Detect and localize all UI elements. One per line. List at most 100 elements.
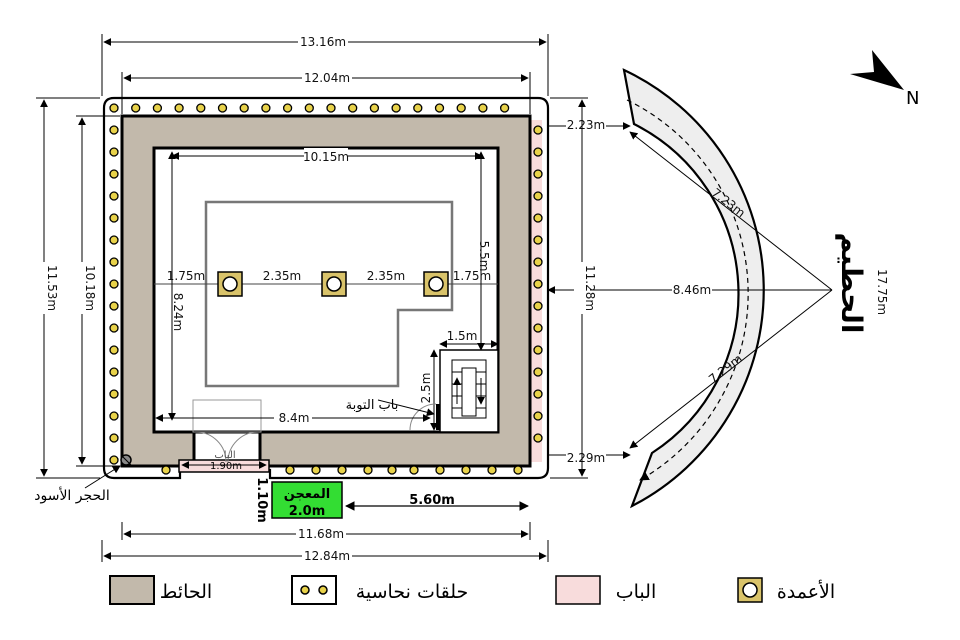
top-outer-label: 13.16m	[300, 35, 346, 49]
legend-label: الحائط	[160, 581, 212, 603]
brass-ring	[533, 169, 543, 179]
brass-ring	[533, 125, 543, 135]
north-label: N	[906, 88, 919, 109]
vertical-5-5-label: 5.5m	[477, 241, 491, 272]
brass-ring	[109, 257, 119, 267]
brass-ring	[435, 465, 445, 475]
brass-ring	[109, 235, 119, 245]
interior-height-label: 8.24m	[171, 293, 185, 331]
brass-ring	[369, 103, 380, 113]
brass-ring	[109, 125, 119, 135]
brass-ring	[413, 103, 423, 113]
bottom-outer-label: 12.84m	[304, 549, 350, 563]
hijr-top-gap-label: 2.23m	[567, 118, 605, 132]
hijr-arc-length-label: 17.75m	[875, 269, 889, 315]
brass-ring	[109, 455, 119, 465]
legend-item-pillar: الأعمدة	[737, 577, 835, 603]
brass-ring	[161, 465, 171, 475]
hijr-bottom-gap-label: 2.29m	[567, 451, 605, 465]
brass-ring	[109, 389, 119, 399]
pillar	[423, 271, 449, 297]
legend: الحائط حلقات نحاسية الباب الأعمدة	[109, 575, 835, 605]
kaaba-interior: 10.15m 8.24m 5.5m 1.75m 2.35m 2.35m 1.75…	[154, 148, 499, 433]
brass-ring	[387, 465, 397, 475]
brass-ring	[434, 103, 445, 113]
stair-height-label: 2.5m	[419, 373, 433, 404]
brass-ring	[513, 465, 523, 475]
brass-ring	[109, 301, 119, 311]
pillar	[217, 271, 243, 297]
brass-ring	[456, 103, 466, 113]
legend-label: الأعمدة	[777, 580, 835, 603]
brass-ring	[109, 279, 119, 289]
roof-outline	[204, 200, 454, 388]
hijr-dashed-arc	[626, 99, 749, 481]
door-width-label: 1.90m	[210, 461, 242, 472]
brass-ring	[533, 191, 543, 201]
brass-ring	[348, 103, 358, 113]
door-label-small: الباب	[214, 450, 235, 461]
legend-item-rings: حلقات نحاسية	[291, 575, 469, 605]
majan-height-label: 1.10m	[254, 477, 269, 523]
majan-width-label: 2.0m	[289, 504, 326, 519]
brass-ring	[533, 147, 543, 157]
brass-ring	[499, 103, 510, 113]
brass-ring	[109, 213, 119, 223]
hijr-label: الحطيم	[835, 233, 868, 334]
stairway	[439, 349, 499, 433]
bab-tawba-label: باب التوبة	[346, 398, 399, 413]
brass-ring	[533, 433, 543, 443]
brass-ring	[109, 367, 119, 377]
top-inner-label: 12.04m	[304, 71, 350, 85]
brass-ring	[533, 345, 543, 355]
legend-label: حلقات نحاسية	[356, 581, 469, 603]
north-arrow-icon	[850, 50, 904, 90]
brass-ring	[109, 191, 119, 201]
brass-ring	[311, 465, 321, 475]
majan-label: المعجن	[284, 487, 330, 502]
legend-item-door: الباب	[555, 575, 656, 605]
bab-tawba-door	[436, 404, 440, 430]
brass-ring	[533, 213, 543, 223]
stair-width-label: 1.5m	[447, 329, 478, 343]
pillar	[321, 271, 347, 297]
brass-ring	[533, 257, 543, 267]
brass-rings	[109, 103, 543, 475]
radius-mid-label: 8.46m	[673, 283, 711, 297]
brass-ring	[337, 465, 347, 475]
brass-ring	[131, 103, 141, 113]
brass-ring	[109, 169, 119, 179]
brass-ring	[533, 367, 543, 377]
brass-ring	[174, 103, 184, 113]
outer-dimensions: 13.16m 12.04m 11.53m 10.18m 11.28m 11.68…	[36, 34, 597, 564]
brass-ring	[109, 433, 119, 443]
brass-ring	[109, 345, 119, 355]
hijr-ismail: 17.75m الحطيم	[622, 68, 889, 509]
compass: N	[850, 50, 919, 109]
brass-ring	[461, 465, 471, 475]
left-inner-label: 10.18m	[83, 265, 97, 311]
black-stone-label: الحجر الأسود	[34, 486, 109, 504]
brass-ring	[363, 465, 373, 475]
legend-item-wall: الحائط	[109, 575, 212, 605]
majan-box	[271, 481, 343, 519]
brass-ring	[487, 465, 497, 475]
brass-ring	[152, 103, 163, 113]
brass-ring	[217, 103, 228, 113]
brass-ring	[109, 147, 119, 157]
brass-ring	[533, 389, 543, 399]
brass-ring	[478, 103, 488, 113]
bottom-inner-label: 11.68m	[298, 527, 344, 541]
majan-distance-label: 5.60m	[409, 493, 455, 508]
pillar-gap-right-label: 1.75m	[453, 269, 491, 283]
hijr-gaps: 2.23m 2.29m	[534, 117, 631, 466]
pillar-gap-mid1-label: 2.35m	[263, 269, 301, 283]
inner-width-label: 10.15m	[303, 150, 349, 164]
brass-ring	[409, 465, 419, 475]
legend-label: الباب	[616, 581, 656, 603]
brass-ring	[391, 103, 401, 113]
hijr-wall	[622, 68, 765, 509]
brass-ring	[533, 301, 543, 311]
brass-ring	[326, 103, 336, 113]
